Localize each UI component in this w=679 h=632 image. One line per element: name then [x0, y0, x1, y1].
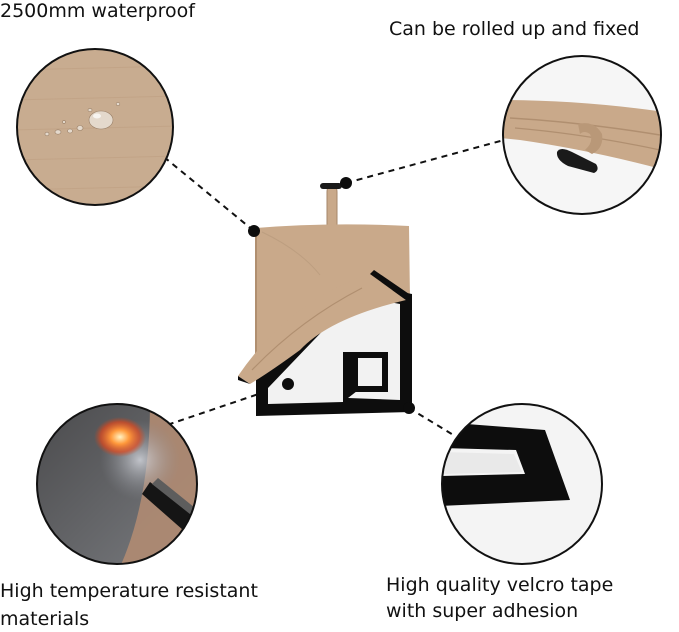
leader-line-velcro: [408, 407, 456, 437]
callout-dot-temperature: [282, 378, 294, 390]
toggle-icon: [556, 149, 598, 173]
temperature-label-line2: materials: [0, 608, 90, 630]
velcro-tape: [442, 422, 570, 506]
leader-line-temperature: [169, 383, 289, 425]
detail-circle-temperature: [36, 403, 198, 565]
callout-dot-waterproof: [248, 225, 260, 237]
waterproof-label: 2500mm waterproof: [0, 0, 195, 22]
leader-line-waterproof: [163, 156, 255, 232]
velcro-label-line2: with super adhesion: [386, 600, 579, 622]
hanging-loop: [326, 184, 338, 231]
rolled-fabric: [503, 100, 661, 170]
callout-dots: [248, 177, 415, 414]
detail-circle-rolled: [502, 55, 662, 215]
folded-flap: [238, 274, 406, 384]
detail-circle-velcro: [441, 403, 603, 565]
rolled-up-label: Can be rolled up and fixed: [389, 18, 640, 40]
callout-dot-velcro: [403, 402, 415, 414]
detail-circle-waterproof: [16, 48, 174, 206]
leader-lines: [163, 139, 505, 437]
leader-line-rolled: [345, 139, 505, 184]
fabric-cover: [238, 183, 412, 416]
toggle-clip: [320, 183, 342, 189]
velcro-label-line1: High quality velcro tape: [386, 574, 614, 596]
temperature-label-line1: High temperature resistant: [0, 580, 258, 602]
fabric-strap: [578, 123, 603, 154]
callout-dot-rolled: [340, 177, 352, 189]
flame-icon: [94, 417, 146, 457]
